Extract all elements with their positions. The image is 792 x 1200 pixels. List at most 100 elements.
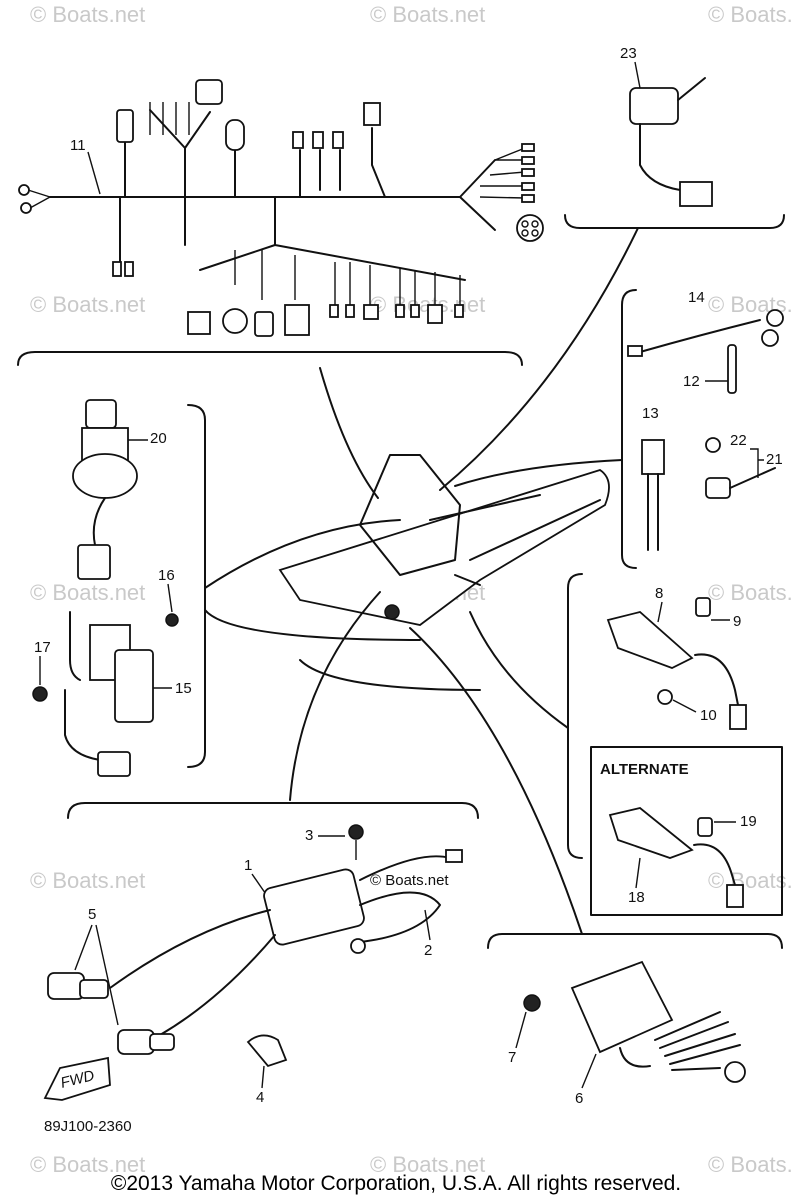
- snowmobile-skis: [204, 609, 481, 691]
- callout-5: 5: [88, 906, 96, 923]
- watermark-9: © Boats.net: [708, 580, 792, 605]
- bottom-terminal-g1: [395, 304, 405, 318]
- watermark-11: © Boats.net: [708, 868, 792, 893]
- bracket-15-20: [187, 404, 206, 768]
- top-connector-1: [116, 109, 134, 143]
- part-14-wire: [639, 319, 761, 353]
- callout-8: 8: [655, 585, 663, 602]
- regulator-group-8-19: 8 9 10 ALTERNATE 19 18: [567, 573, 783, 916]
- leader-5: [74, 924, 119, 1026]
- top-connector-5: [363, 102, 381, 126]
- part-17: [32, 686, 48, 702]
- callout-21: 21: [766, 451, 783, 468]
- callout-12: 12: [683, 373, 700, 390]
- bottom-connector-a: [187, 311, 211, 335]
- part-5-cap-b: [117, 1029, 155, 1055]
- part-19: [697, 817, 713, 837]
- right-terminal-4: [521, 182, 535, 191]
- callout-2: 2: [424, 942, 432, 959]
- callout-14: 14: [688, 289, 705, 306]
- part-15-bracket-wire: [69, 611, 81, 681]
- harness-branch-right: [459, 196, 496, 231]
- bottom-terminal-g2: [410, 304, 420, 318]
- bracket-23: [564, 214, 785, 229]
- callout-1: 1: [244, 857, 252, 874]
- callout-7: 7: [508, 1049, 516, 1066]
- leader-7: [515, 1011, 527, 1049]
- callout-13: 13: [642, 405, 659, 422]
- part-14-plug: [627, 345, 643, 357]
- callout-22: 22: [730, 432, 747, 449]
- round-connector-pin-4: [531, 229, 539, 237]
- leader-23: [634, 61, 641, 89]
- lamp-group-12-22: 14 12 13 22 21: [621, 289, 784, 569]
- harness-right-leads: [479, 147, 526, 199]
- right-terminal-1: [521, 143, 535, 152]
- right-terminal-5: [521, 194, 535, 203]
- harness-bracket: [17, 351, 523, 366]
- part-6-plug: [724, 1061, 746, 1083]
- callout-18: 18: [628, 889, 645, 906]
- part-18: [608, 807, 694, 859]
- diagram-code: 89J100-2360: [44, 1118, 132, 1135]
- part-18-connector: [726, 884, 744, 908]
- fwd-arrow: [43, 1056, 111, 1101]
- leader-6: [581, 1053, 597, 1089]
- part-12: [727, 344, 737, 394]
- bottom-terminal-f: [363, 304, 379, 320]
- callout-10: 10: [700, 707, 717, 724]
- branch-top-fan: [149, 109, 211, 198]
- part-3: [348, 824, 364, 840]
- branch-top-fan-leads: [149, 102, 190, 135]
- part-2-ring: [350, 938, 366, 954]
- switch-group-23: 23: [564, 45, 785, 229]
- callout-6: 6: [575, 1090, 583, 1107]
- part-9: [695, 597, 711, 617]
- lead-lower: [159, 934, 276, 1036]
- top-connector-4b: [312, 131, 324, 149]
- part-20-connector: [77, 544, 111, 580]
- branch-top-4: [299, 149, 341, 198]
- round-connector-right: [516, 214, 544, 242]
- snowmobile-body: [278, 469, 610, 626]
- part-14-end-b: [761, 329, 779, 347]
- part-2-terminal: [445, 849, 463, 863]
- bracket-8-19: [567, 573, 583, 859]
- watermark-4: © Boats.net: [30, 292, 145, 317]
- part-14-end-a: [766, 309, 784, 327]
- part-15-relay: [114, 649, 154, 723]
- leader-18: [635, 857, 641, 889]
- lead-upper: [109, 909, 271, 989]
- part-8-connector: [729, 704, 747, 730]
- bottom-terminal-i: [454, 304, 464, 318]
- part-8: [606, 611, 694, 669]
- part-22-bulb: [705, 437, 721, 453]
- right-terminal-3: [521, 168, 535, 177]
- snowmobile-seat: [429, 494, 601, 561]
- callout-9: 9: [733, 613, 741, 630]
- bottom-terminal-e1: [329, 304, 339, 318]
- callout-15: 15: [175, 680, 192, 697]
- top-connector-4a: [292, 131, 304, 149]
- arc-unit-6: [409, 627, 583, 935]
- callout-16: 16: [158, 567, 175, 584]
- top-square-connector: [195, 79, 223, 105]
- harness-trunk: [49, 159, 496, 198]
- snowmobile-overview: [204, 227, 639, 935]
- round-connector-pin-3: [521, 229, 529, 237]
- callout-17: 17: [34, 639, 51, 656]
- bottom-connector-d: [284, 304, 310, 336]
- callout-19: 19: [740, 813, 757, 830]
- arc-lamp-group: [454, 459, 623, 487]
- part-4: [246, 1034, 288, 1068]
- bracket-1-5: [67, 802, 479, 819]
- alternate-box: [590, 746, 783, 916]
- leader-16: [167, 583, 173, 613]
- top-connector-4c: [332, 131, 344, 149]
- leader-10: [672, 699, 697, 713]
- top-connector-3: [225, 119, 245, 151]
- leader-11: [87, 151, 101, 195]
- part-10: [657, 689, 673, 705]
- part-7: [523, 994, 541, 1012]
